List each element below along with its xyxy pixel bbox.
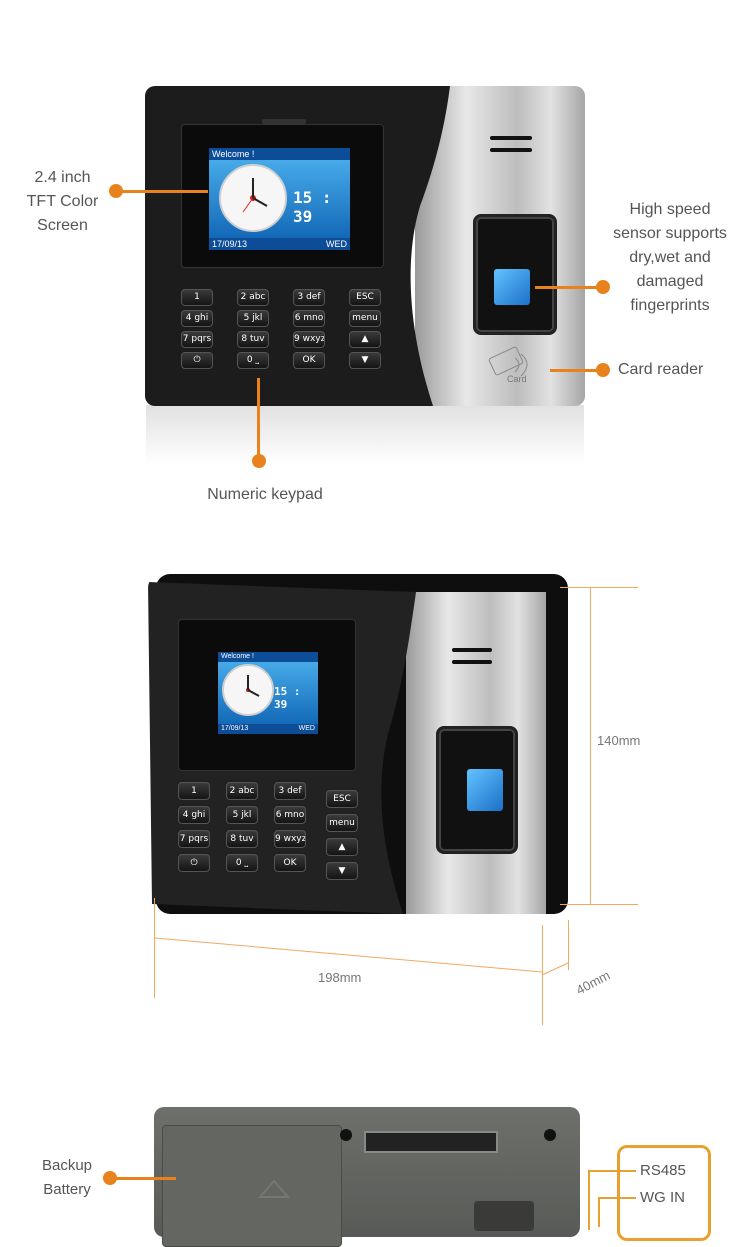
screen-date: 17/09/13 xyxy=(212,239,248,249)
callout-dot xyxy=(252,454,266,468)
callout-dot xyxy=(596,280,610,294)
callout-line xyxy=(535,286,605,289)
arrow-up-icon xyxy=(257,1179,291,1198)
tft-screen: Welcome ! 15 : 39 17/09/13 WED xyxy=(218,652,318,734)
keypad-key[interactable]: 8 tuv xyxy=(237,331,269,348)
keypad-key[interactable]: 4 ghi xyxy=(181,310,213,327)
dim-line-width-left xyxy=(154,898,155,998)
screen-time: 15 : 39 xyxy=(293,188,332,226)
keypad-key[interactable]: ⏻ xyxy=(181,352,213,369)
keypad-key[interactable]: 5 jkl xyxy=(226,806,258,824)
port-leader-line xyxy=(598,1197,636,1199)
keypad-key[interactable]: OK xyxy=(274,854,306,872)
device-angled: Welcome ! 15 : 39 17/09/13 WED 1 2 abc 3 d… xyxy=(148,574,568,922)
card-icon: Card xyxy=(485,344,545,388)
callout-line xyxy=(257,378,260,460)
port-leader-line xyxy=(588,1170,636,1172)
dim-line-height-top xyxy=(560,587,638,588)
top-indicator xyxy=(262,119,306,124)
connector xyxy=(474,1201,534,1231)
callout-dot xyxy=(596,363,610,377)
keypad-key[interactable]: ▼ xyxy=(349,352,381,369)
dim-line-height-bottom xyxy=(560,904,638,905)
keypad-key[interactable]: 7 pqrs xyxy=(181,331,213,348)
keypad-key[interactable]: OK xyxy=(293,352,325,369)
callout-line xyxy=(116,190,208,193)
keypad-key[interactable]: ⏻ xyxy=(178,854,210,872)
dim-line-depth-right xyxy=(568,920,569,970)
callout-keypad-label: Numeric keypad xyxy=(207,486,323,503)
sensor-glass xyxy=(494,269,530,305)
keypad-key[interactable]: 2 abc xyxy=(237,289,269,306)
dim-height-label: 140mm xyxy=(597,733,641,748)
keypad-key[interactable]: 3 def xyxy=(274,782,306,800)
fingerprint-sensor[interactable] xyxy=(473,214,557,335)
screw-hole xyxy=(544,1129,556,1141)
screen-top-bar: Welcome ! xyxy=(218,652,318,662)
mount-slot xyxy=(364,1131,498,1153)
callout-wg-in-label: WG IN xyxy=(640,1189,685,1206)
keypad-key[interactable]: 1 xyxy=(178,782,210,800)
dim-line-depth xyxy=(541,962,569,976)
keypad-key[interactable]: 6 mno xyxy=(293,310,325,327)
keypad-key[interactable]: ESC xyxy=(326,790,358,808)
screen-welcome: Welcome ! xyxy=(212,149,255,159)
keypad-key[interactable]: 6 mno xyxy=(274,806,306,824)
screen-bottom-bar: 17/09/13 WED xyxy=(218,724,318,734)
keypad-key[interactable]: menu xyxy=(326,814,358,832)
fingerprint-sensor[interactable] xyxy=(436,726,518,854)
callout-line xyxy=(550,369,605,372)
keypad-key[interactable]: ▲ xyxy=(326,838,358,856)
device-back xyxy=(154,1107,580,1247)
speaker-slot xyxy=(490,148,532,152)
callout-screen-label: 2.4 inch TFT Color Screen xyxy=(26,169,99,234)
screen-time: 15 : 39 xyxy=(274,685,301,711)
device-reflection xyxy=(146,405,584,465)
speaker-slot xyxy=(452,660,492,664)
screen-top-bar: Welcome ! xyxy=(209,148,350,160)
screen-welcome: Welcome ! xyxy=(221,653,254,660)
callout-card-reader-label: Card reader xyxy=(618,361,704,378)
screw-hole xyxy=(340,1129,352,1141)
screen-bottom-bar: 17/09/13 WED xyxy=(209,238,350,250)
dim-line-width xyxy=(154,937,543,973)
keypad-key[interactable]: 0 ⎵ xyxy=(237,352,269,369)
dim-line-height xyxy=(590,587,591,904)
keypad-key[interactable]: 3 def xyxy=(293,289,325,306)
clock-hands xyxy=(242,178,268,213)
callout-rs485-label: RS485 xyxy=(640,1162,686,1179)
keypad-key[interactable]: 7 pqrs xyxy=(178,830,210,848)
callout-battery-label: Backup Battery xyxy=(41,1157,93,1198)
keypad-key[interactable]: ▼ xyxy=(326,862,358,880)
screen-day: WED xyxy=(326,239,347,249)
keypad-key[interactable]: 9 wxyz xyxy=(274,830,306,848)
keypad-key[interactable]: ESC xyxy=(349,289,381,306)
tft-screen: Welcome ! 15 : 39 17/09/13 WED xyxy=(209,148,350,250)
keypad-key[interactable]: 9 wxyz xyxy=(293,331,325,348)
card-label: Card xyxy=(507,374,527,384)
keypad-key[interactable]: 1 xyxy=(181,289,213,306)
keypad-key[interactable]: 0 ⎵ xyxy=(226,854,258,872)
screen-day: WED xyxy=(298,725,315,732)
speaker-slot xyxy=(490,136,532,140)
port-leader-line xyxy=(598,1197,600,1227)
sensor-glass xyxy=(467,769,503,811)
keypad-key[interactable]: 2 abc xyxy=(226,782,258,800)
callout-line xyxy=(110,1177,176,1180)
clock-face xyxy=(219,164,287,232)
keypad-key[interactable]: menu xyxy=(349,310,381,327)
clock-face xyxy=(222,664,274,716)
battery-cover xyxy=(162,1125,342,1247)
callout-sensor-label: High speed sensor supports dry,wet and d… xyxy=(613,201,727,314)
device-front: Welcome ! 15 : 39 17/09/13 WED 1 2 abc 3 d… xyxy=(145,86,585,406)
clock-hands xyxy=(246,675,260,697)
speaker-slot xyxy=(452,648,492,652)
keypad-key[interactable]: 8 tuv xyxy=(226,830,258,848)
keypad-key[interactable]: 4 ghi xyxy=(178,806,210,824)
screen-date: 17/09/13 xyxy=(221,725,249,732)
keypad-key[interactable]: ▲ xyxy=(349,331,381,348)
port-leader-line xyxy=(588,1170,590,1230)
keypad-key[interactable]: 5 jkl xyxy=(237,310,269,327)
dim-width-label: 198mm xyxy=(318,970,362,985)
